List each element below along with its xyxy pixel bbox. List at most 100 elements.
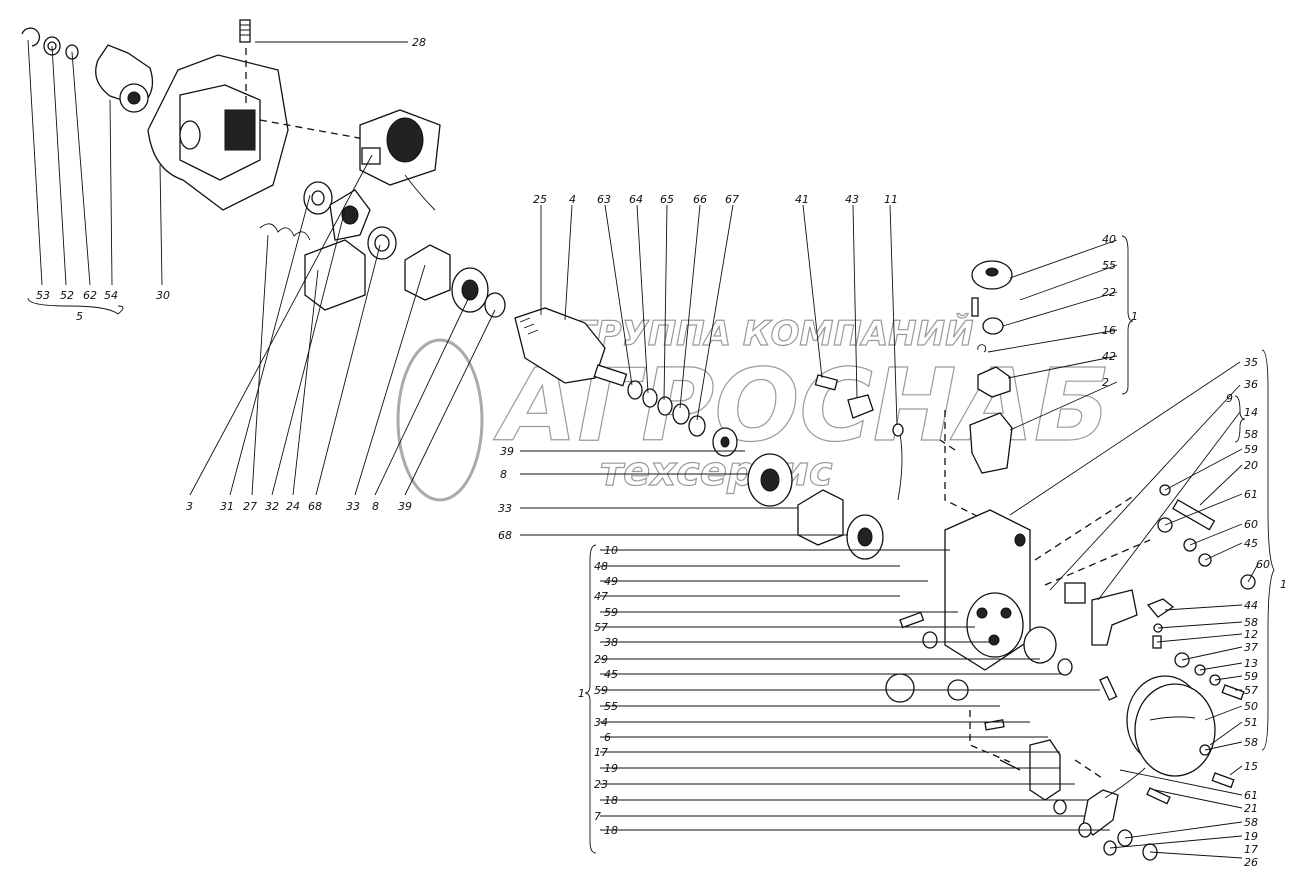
label-18: 18	[604, 794, 618, 807]
screw-28-thread	[240, 24, 250, 36]
right-bracket-parts	[1064, 484, 1256, 789]
part-38	[1023, 626, 1057, 664]
label-58d: 58	[1244, 816, 1258, 829]
leader-dash-11	[939, 439, 956, 451]
part-24-sleeve	[304, 239, 366, 311]
label-42: 42	[1102, 350, 1116, 363]
shaft-thread	[519, 317, 539, 335]
leader-lines	[27, 39, 1275, 859]
label-17-left: 17	[594, 746, 608, 759]
label-5: 5	[76, 310, 83, 323]
label-15: 15	[1244, 760, 1258, 773]
label-9: 9	[1226, 392, 1233, 405]
label-26: 26	[1244, 856, 1258, 869]
part-22	[982, 317, 1004, 335]
leader-3	[189, 154, 373, 496]
label-3: 3	[186, 500, 193, 513]
pump-port-1	[976, 607, 988, 619]
leader-31	[229, 194, 311, 496]
label-61: 61	[1244, 488, 1258, 501]
label-19-left: 19	[604, 762, 618, 775]
governor-group	[969, 260, 1013, 474]
label-12: 12	[1244, 628, 1258, 641]
leader-24	[292, 269, 319, 496]
label-39: 39	[398, 500, 412, 513]
pump-top-hole	[1014, 533, 1026, 547]
leader-right-bottom	[1109, 741, 1243, 859]
leader-4	[564, 204, 573, 321]
pump-face	[966, 592, 1024, 658]
label-30: 30	[156, 289, 170, 302]
label-60b: 60	[1256, 558, 1270, 571]
part-48-bolt	[899, 611, 925, 629]
part-68-mid-hole	[857, 527, 873, 547]
label-58: 58	[1244, 428, 1258, 441]
label-39-mid: 39	[500, 445, 514, 458]
label-13: 13	[1244, 657, 1258, 670]
label-31: 31	[220, 500, 234, 513]
leader-63	[604, 204, 633, 386]
brace-1-top	[1121, 235, 1134, 395]
label-54: 54	[104, 289, 118, 302]
brace-5	[27, 297, 124, 315]
part-42	[977, 366, 1011, 398]
part-55-pin	[971, 297, 979, 317]
part-10-pump-body	[944, 509, 1031, 671]
part-2-block	[969, 412, 1013, 474]
label-61b: 61	[1244, 789, 1258, 802]
leader-right-top	[1009, 361, 1241, 601]
leader-dash-right1	[1034, 494, 1136, 561]
label-28: 28	[412, 36, 426, 49]
label-60: 60	[1244, 518, 1258, 531]
label-22: 22	[1102, 286, 1116, 299]
brace-1-left	[584, 544, 597, 854]
leader-43	[852, 204, 858, 399]
part-33-mid	[797, 489, 844, 546]
leader-30	[159, 164, 163, 286]
label-59-r: 59	[1244, 443, 1258, 456]
part-33-ring	[404, 244, 451, 301]
leader-dash-lever2	[1074, 759, 1106, 781]
part-4-shaft	[514, 307, 628, 387]
leader-8	[374, 294, 471, 496]
label-41: 41	[795, 193, 809, 206]
part-68-hole	[374, 234, 390, 252]
leader-dash-housing	[259, 119, 371, 141]
label-1-right: 1	[1280, 578, 1287, 591]
part-31-hole	[311, 190, 325, 206]
part-57-bolt	[1221, 684, 1245, 701]
brace-1-right	[1261, 349, 1275, 751]
part-67	[688, 415, 706, 437]
label-59c: 59	[1244, 670, 1258, 683]
leader-right-low	[1156, 604, 1243, 746]
label-33: 33	[346, 500, 360, 513]
part-35-plate	[1064, 582, 1086, 604]
part-41-bolt	[814, 374, 839, 391]
watermark-logo-shape	[396, 338, 484, 502]
label-68-mid: 68	[498, 529, 512, 542]
solenoid-assembly	[359, 109, 441, 211]
leader-64	[636, 204, 649, 394]
leader-33	[354, 264, 426, 496]
leader-left-list	[600, 549, 1110, 831]
housing-bore	[179, 120, 201, 150]
label-59: 59	[604, 606, 618, 619]
label-49: 49	[604, 575, 618, 588]
pump-port-2	[1000, 607, 1012, 619]
part-53-ring	[21, 27, 41, 47]
leader-27	[251, 234, 269, 496]
leader-65	[663, 204, 668, 401]
leader-middle	[520, 450, 848, 536]
leader-39	[404, 309, 496, 496]
part-49	[922, 631, 938, 649]
part-8-mid-hole	[760, 468, 780, 492]
label-52: 52	[60, 289, 74, 302]
label-68: 68	[308, 500, 322, 513]
label-58b: 58	[1244, 616, 1258, 629]
label-65: 65	[660, 193, 674, 206]
solenoid-coil	[386, 117, 424, 163]
label-64: 64	[629, 193, 643, 206]
part-64	[642, 388, 658, 408]
part-59-bolt	[1099, 675, 1118, 701]
